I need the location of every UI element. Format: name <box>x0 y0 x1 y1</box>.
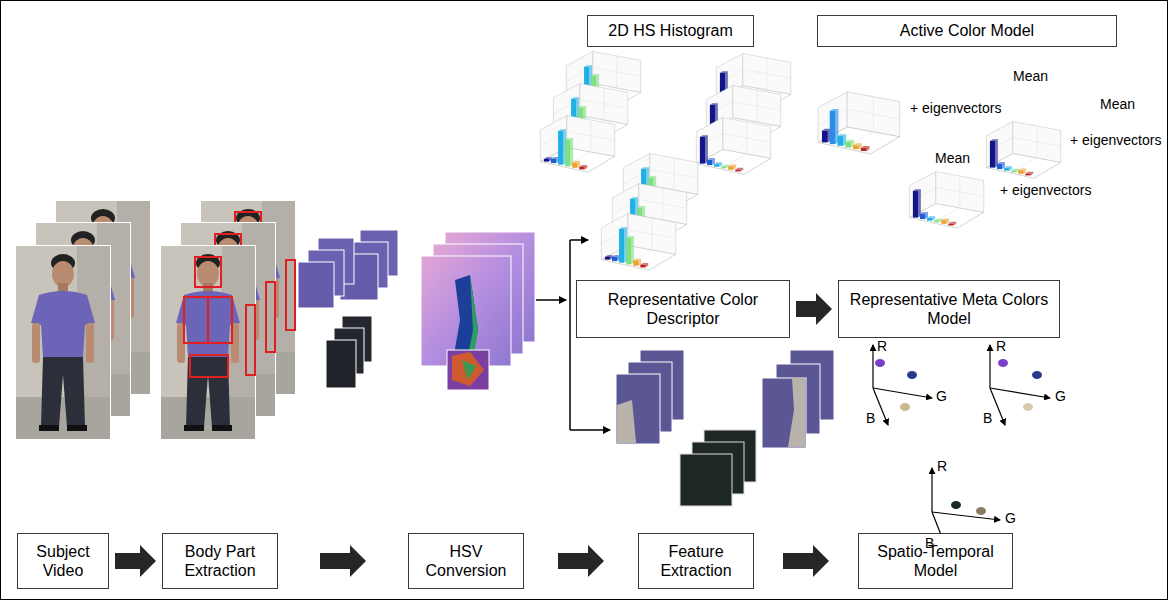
mean-label: Mean <box>1100 96 1135 112</box>
flow-arrow <box>320 545 366 577</box>
process-box: Body Part Extraction <box>162 533 278 589</box>
hs-histograms <box>540 52 790 271</box>
box-text: Spatio-Temporal Model <box>865 542 1006 580</box>
axis-label: B <box>983 410 992 426</box>
body-part-frames <box>160 200 296 440</box>
box-text: 2D HS Histogram <box>608 21 732 40</box>
axis-label: G <box>936 388 947 404</box>
axis-label: R <box>937 458 947 474</box>
eigenvector-label: + eigenvectors <box>910 100 1001 116</box>
process-box: Representative Color Descriptor <box>576 280 790 338</box>
box-text: Subject Video <box>24 542 102 580</box>
axis-label: B <box>866 410 875 426</box>
mean-label: Mean <box>1013 68 1048 84</box>
header-box: Active Color Model <box>817 15 1117 47</box>
eigenvector-label: + eigenvectors <box>1070 132 1161 148</box>
axis-label: R <box>996 338 1006 354</box>
body-part-crops <box>298 230 398 388</box>
axis-label: G <box>1005 510 1016 526</box>
process-box: Subject Video <box>17 533 109 589</box>
eigenvector-label: + eigenvectors <box>1000 182 1091 198</box>
flow-arrow <box>783 545 829 577</box>
process-box: Representative Meta Colors Model <box>838 280 1060 338</box>
axis-label: R <box>877 338 887 354</box>
axis-label: G <box>1055 388 1066 404</box>
box-text: Body Part Extraction <box>169 542 271 580</box>
flow-arrow <box>796 293 832 325</box>
meta-color-dots <box>875 359 1042 515</box>
process-box: HSV Conversion <box>408 533 524 589</box>
box-text: Representative Color Descriptor <box>583 290 783 328</box>
flow-arrow <box>115 545 156 577</box>
header-box: 2D HS Histogram <box>587 15 754 47</box>
color-patches <box>616 350 834 506</box>
axis-label: B <box>925 535 934 551</box>
box-text: Active Color Model <box>900 21 1034 40</box>
rgb-axes <box>873 345 1050 550</box>
flow-arrow <box>558 545 604 577</box>
mean-label: Mean <box>935 150 970 166</box>
hsv-images <box>421 232 535 390</box>
process-box: Spatio-Temporal Model <box>858 533 1013 589</box>
process-box: Feature Extraction <box>638 533 754 589</box>
box-text: Representative Meta Colors Model <box>845 290 1053 328</box>
video-frames <box>15 200 151 440</box>
box-text: Feature Extraction <box>645 542 747 580</box>
box-text: HSV Conversion <box>415 542 517 580</box>
active-color-histograms <box>818 92 1061 228</box>
